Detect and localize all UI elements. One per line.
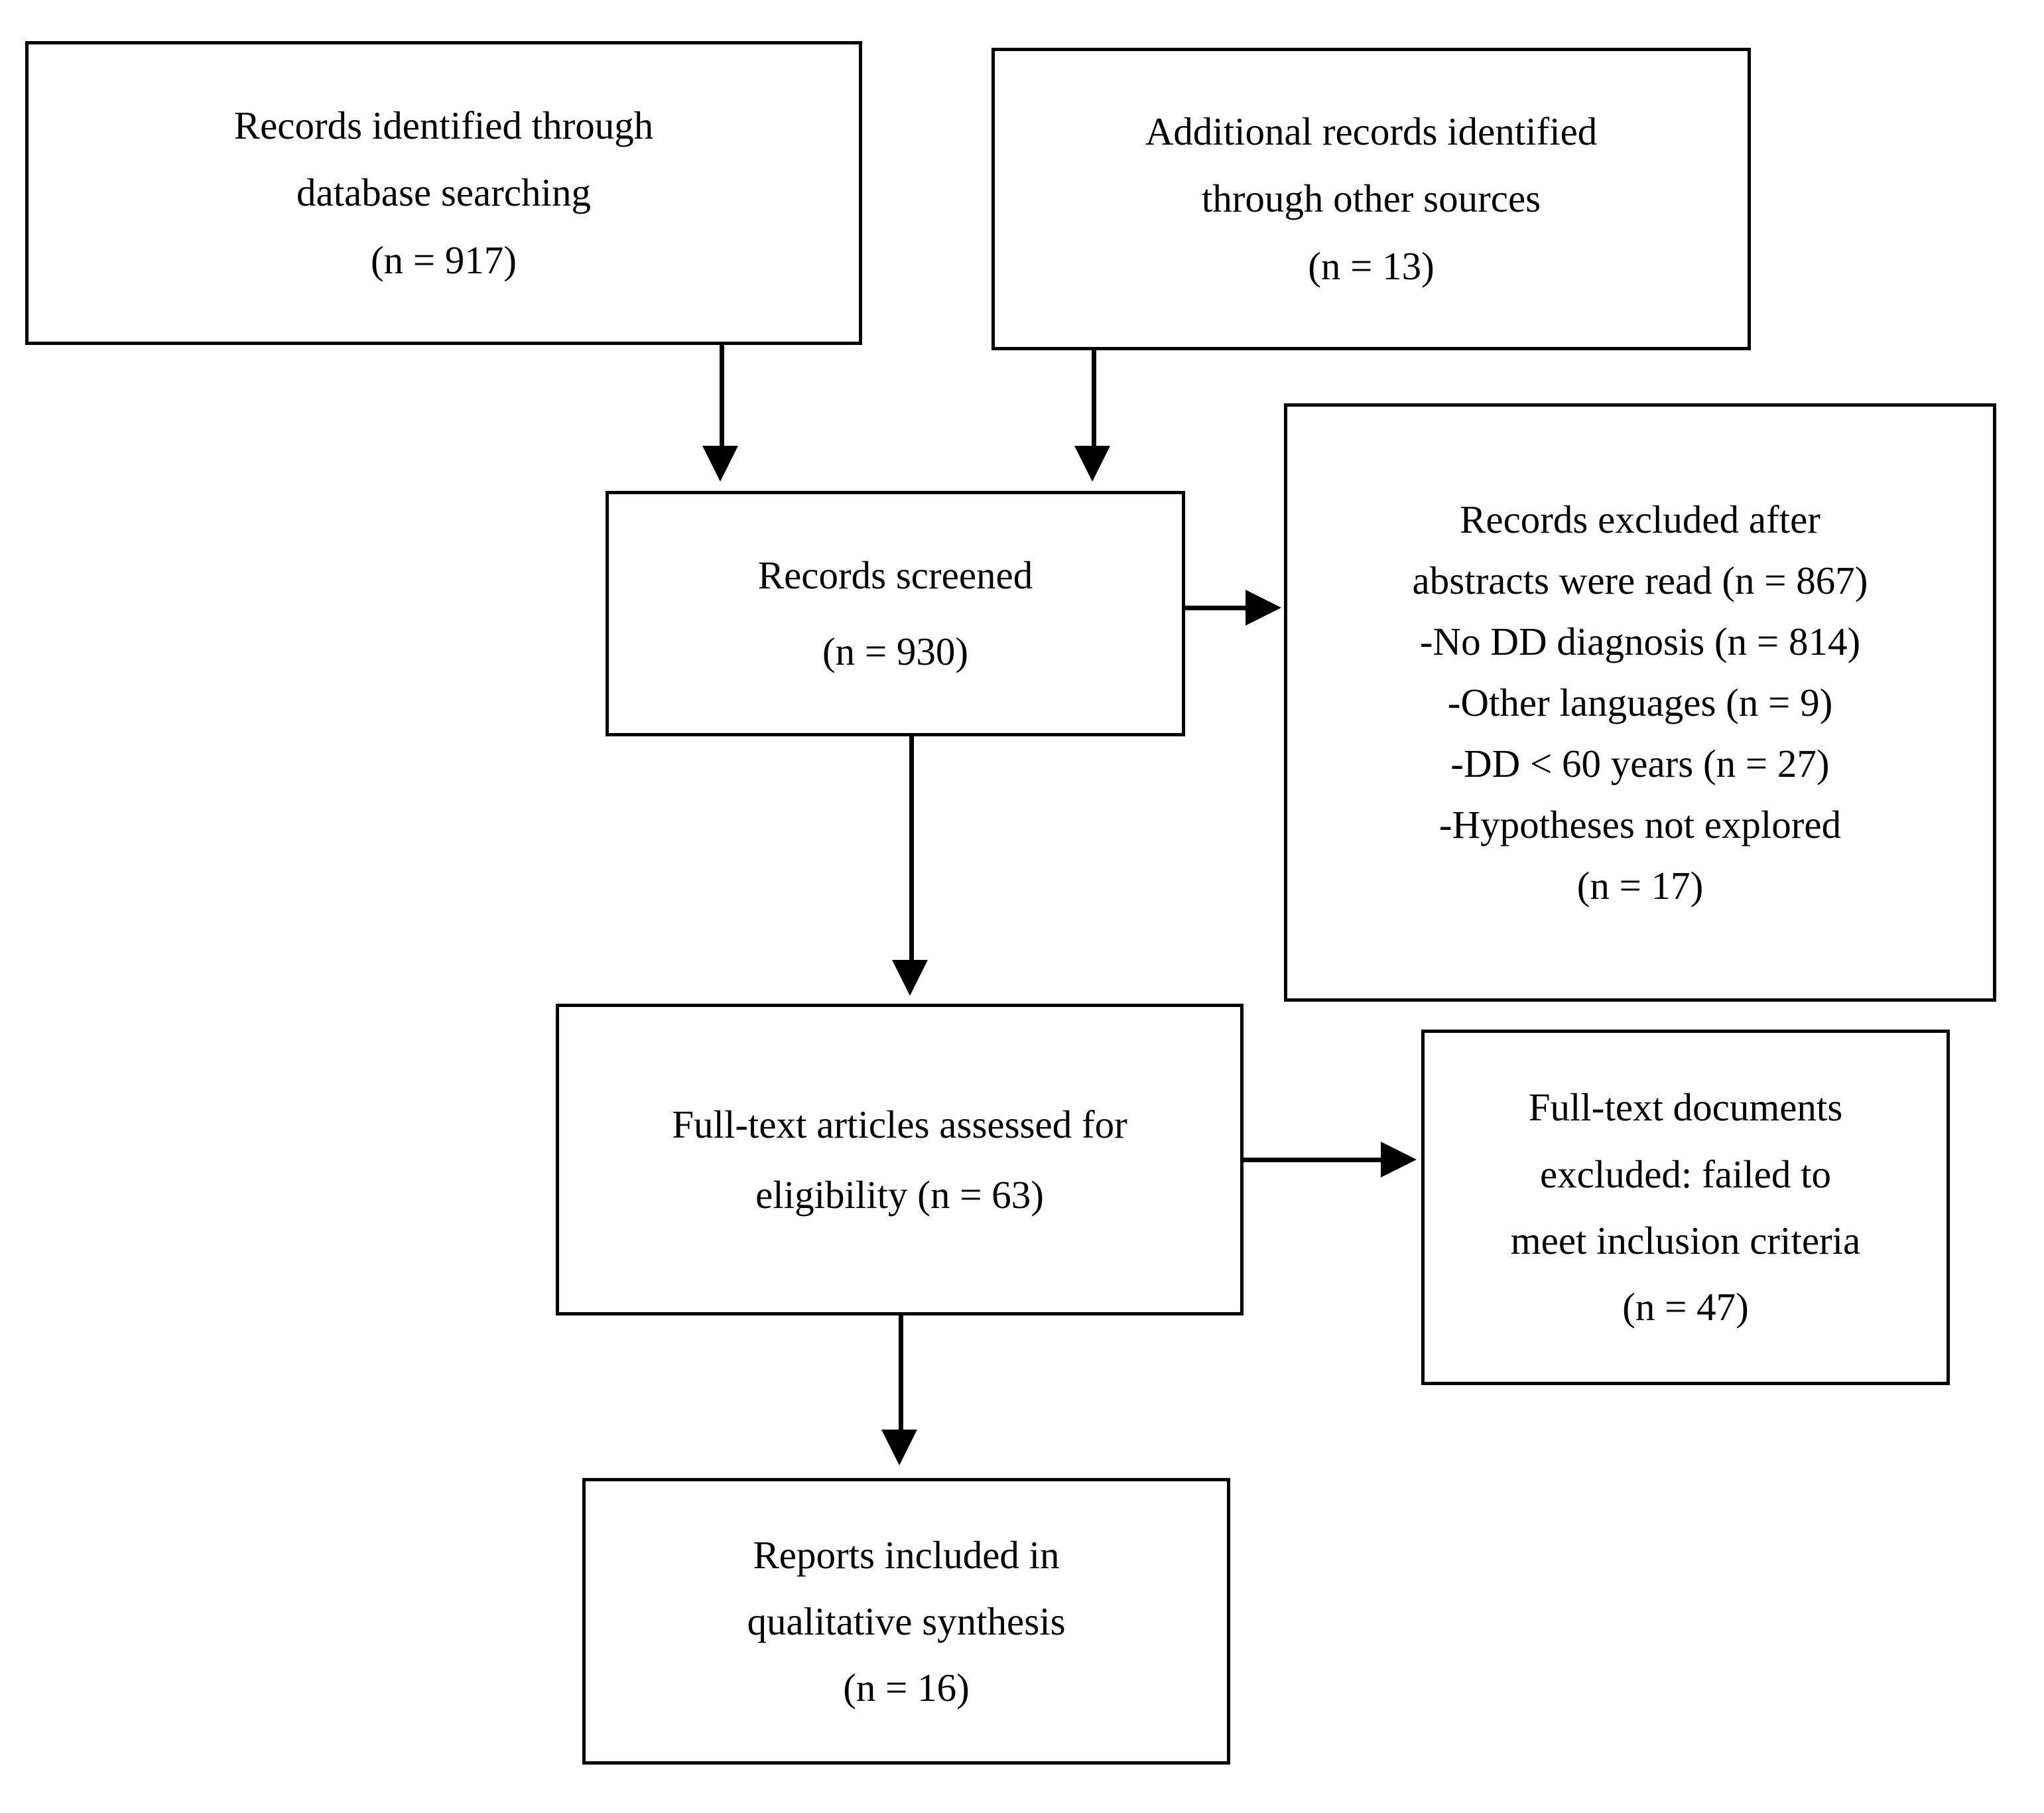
node-line: -No DD diagnosis (n = 814) bbox=[1419, 619, 1861, 663]
arrow-down-icon bbox=[1074, 446, 1110, 482]
connector-line-horizontal bbox=[1185, 606, 1251, 610]
arrow-down-icon bbox=[702, 446, 738, 482]
node-line: meet inclusion criteria bbox=[1510, 1219, 1861, 1262]
arrow-right-icon bbox=[1381, 1142, 1417, 1177]
node-line: through other sources bbox=[1201, 176, 1541, 221]
node-reports-included-qualitative-synthesis: Reports included in qualitative synthesi… bbox=[582, 1478, 1230, 1765]
node-line: Records screened bbox=[757, 553, 1033, 597]
connector-line-vertical bbox=[720, 345, 724, 451]
node-line: (n = 930) bbox=[822, 630, 969, 673]
node-line: Records excluded after bbox=[1460, 497, 1820, 541]
node-line: Full-text documents bbox=[1528, 1085, 1843, 1130]
node-line: -DD < 60 years (n = 27) bbox=[1450, 742, 1830, 786]
arrow-right-icon bbox=[1246, 590, 1281, 626]
node-line: Additional records identified bbox=[1145, 109, 1598, 153]
node-line: eligibility (n = 63) bbox=[755, 1173, 1044, 1217]
connector-line-horizontal bbox=[1244, 1158, 1385, 1162]
connector-line-vertical bbox=[1092, 350, 1096, 451]
node-records-screened: Records screened (n = 930) bbox=[606, 491, 1185, 736]
node-fulltext-documents-excluded: Full-text documents excluded: failed to … bbox=[1421, 1030, 1950, 1385]
node-line: (n = 917) bbox=[370, 237, 517, 282]
node-line: (n = 16) bbox=[843, 1666, 970, 1710]
node-line: database searching bbox=[296, 170, 591, 215]
node-line: -Hypotheses not explored bbox=[1438, 803, 1842, 847]
node-fulltext-articles-assessed: Full-text articles assessed for eligibil… bbox=[556, 1004, 1244, 1315]
node-line: qualitative synthesis bbox=[747, 1599, 1066, 1643]
node-line: Full-text articles assessed for bbox=[672, 1102, 1127, 1146]
node-line: abstracts were read (n = 867) bbox=[1412, 558, 1868, 602]
node-line: Reports included in bbox=[753, 1532, 1060, 1577]
arrow-down-icon bbox=[881, 1430, 917, 1465]
node-line: (n = 17) bbox=[1576, 864, 1704, 908]
connector-line-vertical bbox=[899, 1315, 903, 1435]
connector-line-vertical bbox=[909, 736, 914, 965]
node-records-identified-database-searching: Records identified through database sear… bbox=[25, 41, 862, 345]
node-line: (n = 47) bbox=[1622, 1285, 1749, 1329]
node-line: (n = 13) bbox=[1308, 243, 1435, 288]
arrow-down-icon bbox=[892, 960, 928, 996]
node-records-excluded-after-abstracts: Records excluded after abstracts were re… bbox=[1284, 403, 1996, 1002]
node-line: -Other languages (n = 9) bbox=[1447, 680, 1833, 724]
node-line: excluded: failed to bbox=[1539, 1152, 1832, 1196]
node-additional-records-other-sources: Additional records identified through ot… bbox=[991, 48, 1751, 350]
node-line: Records identified through bbox=[233, 103, 654, 147]
